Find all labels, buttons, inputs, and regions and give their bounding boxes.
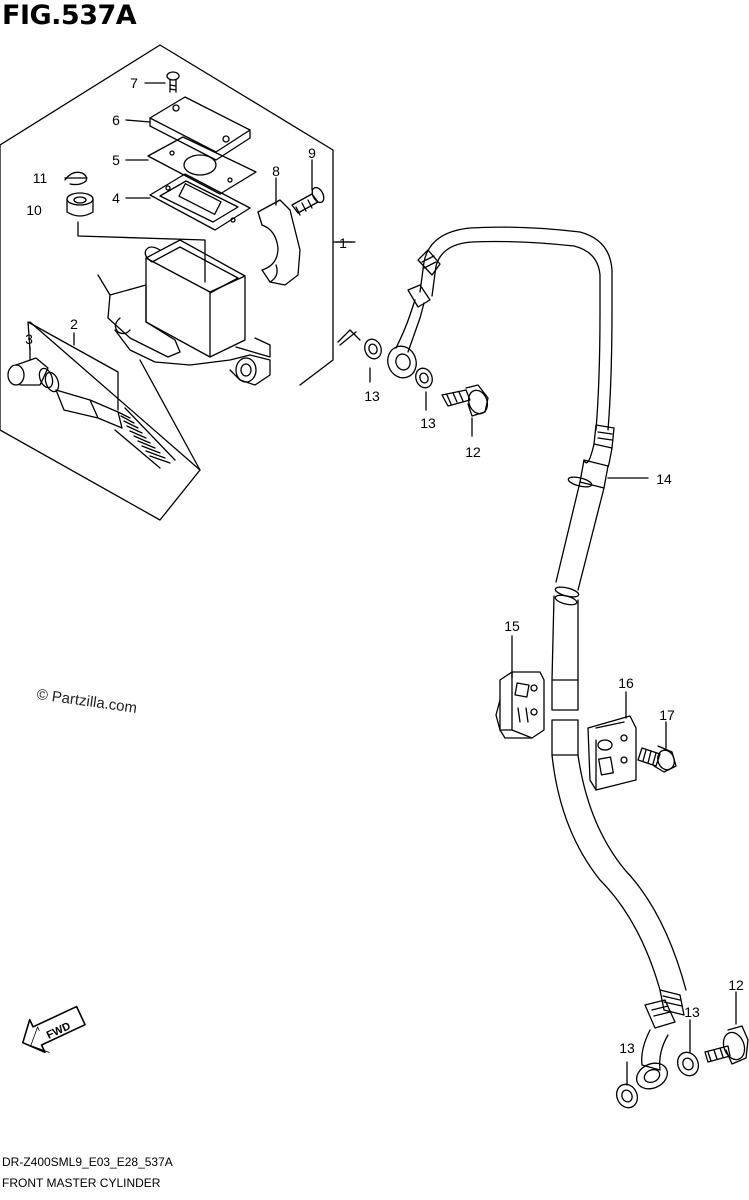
master-cylinder-body-part (97, 239, 271, 386)
callout-2[interactable]: 2 (70, 316, 78, 332)
callout-5[interactable]: 5 (112, 152, 120, 168)
brake-hose-part (417, 226, 687, 1029)
callout-13-b[interactable]: 13 (420, 415, 436, 431)
callout-14[interactable]: 14 (656, 471, 672, 487)
callout-3[interactable]: 3 (25, 331, 33, 347)
figure-title: FIG.537A (2, 0, 137, 31)
callout-13-d[interactable]: 13 (619, 1040, 635, 1056)
callout-16[interactable]: 16 (618, 675, 634, 691)
callout-1[interactable]: 1 (339, 235, 347, 251)
diagram-code: DR-Z400SML9_E03_E28_537A (2, 1155, 173, 1169)
forward-label: FWD (45, 1020, 73, 1041)
callout-7[interactable]: 7 (130, 75, 138, 91)
callout-17[interactable]: 17 (659, 707, 675, 723)
upper-banjo-part (337, 284, 489, 417)
reservoir-cap-part (149, 96, 251, 161)
assembly-outline (0, 44, 334, 521)
hose-clamp-16-part (587, 715, 637, 791)
diaphragm-plate-part (147, 136, 257, 195)
clamp-part (257, 199, 301, 286)
callout-13-a[interactable]: 13 (364, 388, 380, 404)
callout-10[interactable]: 10 (26, 202, 42, 218)
callout-12-lower[interactable]: 12 (728, 977, 744, 993)
diaphragm-part (149, 173, 251, 231)
callout-13-c[interactable]: 13 (684, 1004, 700, 1020)
clamp-bolt-17-part (637, 745, 677, 773)
callout-15[interactable]: 15 (504, 618, 520, 634)
callout-8[interactable]: 8 (272, 163, 280, 179)
cap-screw-part (166, 71, 180, 93)
callout-4[interactable]: 4 (112, 190, 120, 206)
callout-11[interactable]: 11 (33, 170, 48, 186)
cup-part (66, 192, 94, 217)
circlip-part (64, 171, 88, 186)
callout-6[interactable]: 6 (112, 112, 120, 128)
callout-9[interactable]: 9 (308, 145, 316, 161)
piston-assembly-part (7, 357, 176, 469)
callout-12-upper[interactable]: 12 (465, 444, 481, 460)
lower-banjo-part (615, 1025, 749, 1109)
hose-clamp-15-part (495, 671, 545, 739)
forward-arrow-icon (22, 1005, 86, 1054)
diagram-name: FRONT MASTER CYLINDER (2, 1176, 161, 1190)
clamp-bolt-part (291, 186, 325, 216)
